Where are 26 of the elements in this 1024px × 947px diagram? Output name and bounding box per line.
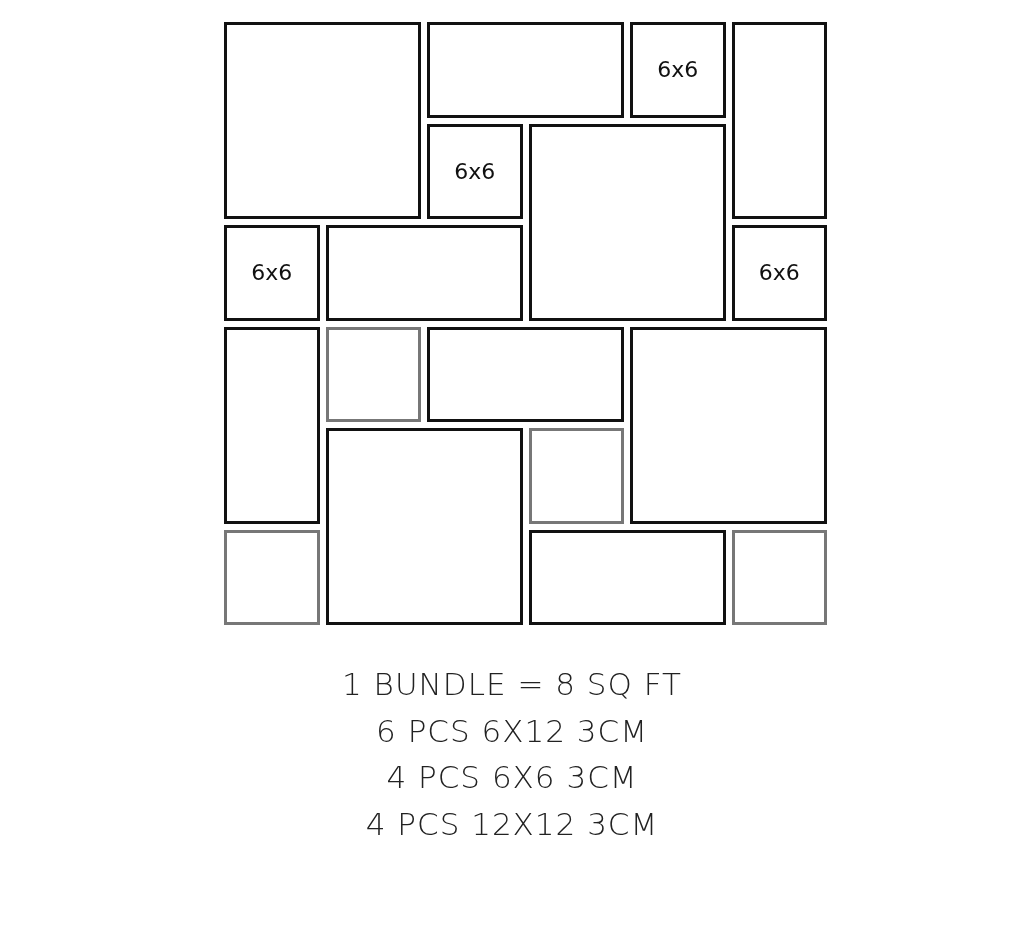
note-text: 4 PCS 12X12 3CM <box>364 805 660 842</box>
tile-size-label: 6x6 <box>251 260 293 286</box>
note-text: 6 PCS 6X12 3CM <box>375 712 649 749</box>
tile <box>224 529 320 625</box>
tile <box>427 22 624 118</box>
note-text: 1 BUNDLE = 8 SQ FT <box>341 666 683 702</box>
note-text: 4 PCS 6X6 3CM <box>385 759 639 795</box>
tile <box>325 428 523 625</box>
tile-size-label: 6x6 <box>758 260 800 286</box>
tile <box>325 326 421 422</box>
tile <box>427 123 523 219</box>
tile <box>224 225 320 321</box>
tile <box>325 225 523 321</box>
tile <box>224 22 421 219</box>
tile <box>528 529 726 625</box>
tile-size-label: 6x6 <box>454 158 496 184</box>
tile <box>630 22 726 118</box>
tile <box>528 428 624 524</box>
tile-size-label: 6x6 <box>657 57 699 83</box>
tile <box>731 22 827 219</box>
tile <box>528 123 726 321</box>
tile <box>224 326 320 524</box>
tile <box>731 529 827 625</box>
tile <box>630 326 827 524</box>
tile <box>427 326 624 422</box>
tile <box>731 225 827 321</box>
